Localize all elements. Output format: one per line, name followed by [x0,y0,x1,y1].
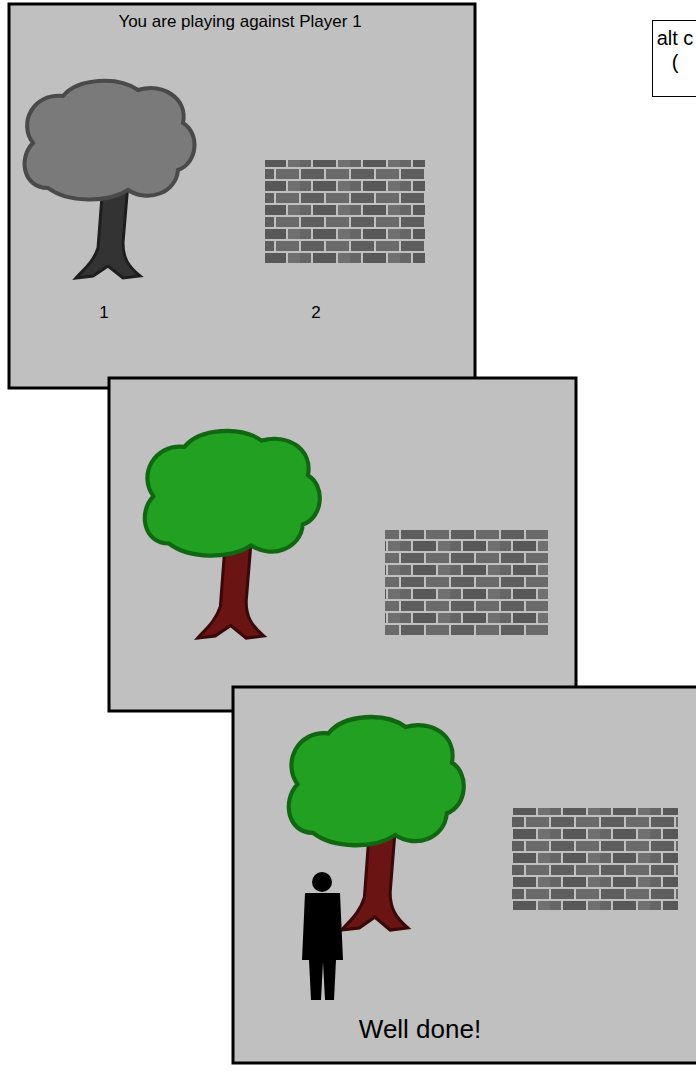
instruction-text: You are playing against Player 1 [118,12,361,32]
option-number: 1 [99,303,108,323]
note-text: alt c ( [656,26,694,74]
note-box: alt c ( [652,20,696,96]
person-figure [302,872,343,1000]
screen-panel [233,687,696,1063]
brick-wall [385,530,548,635]
note-box [653,21,696,97]
brick-wall [265,160,425,265]
option-number: 2 [311,303,320,323]
grey-tree [25,81,195,278]
green-tree [145,431,320,638]
screen-panel: You are playing against Player 1 1 2 [8,3,476,389]
feedback-text: Well done! [359,1014,481,1045]
screen-panel: Well done! [232,686,696,1064]
screen-panel [109,378,576,711]
brick-wall [512,808,678,910]
screen-panel [9,4,475,388]
